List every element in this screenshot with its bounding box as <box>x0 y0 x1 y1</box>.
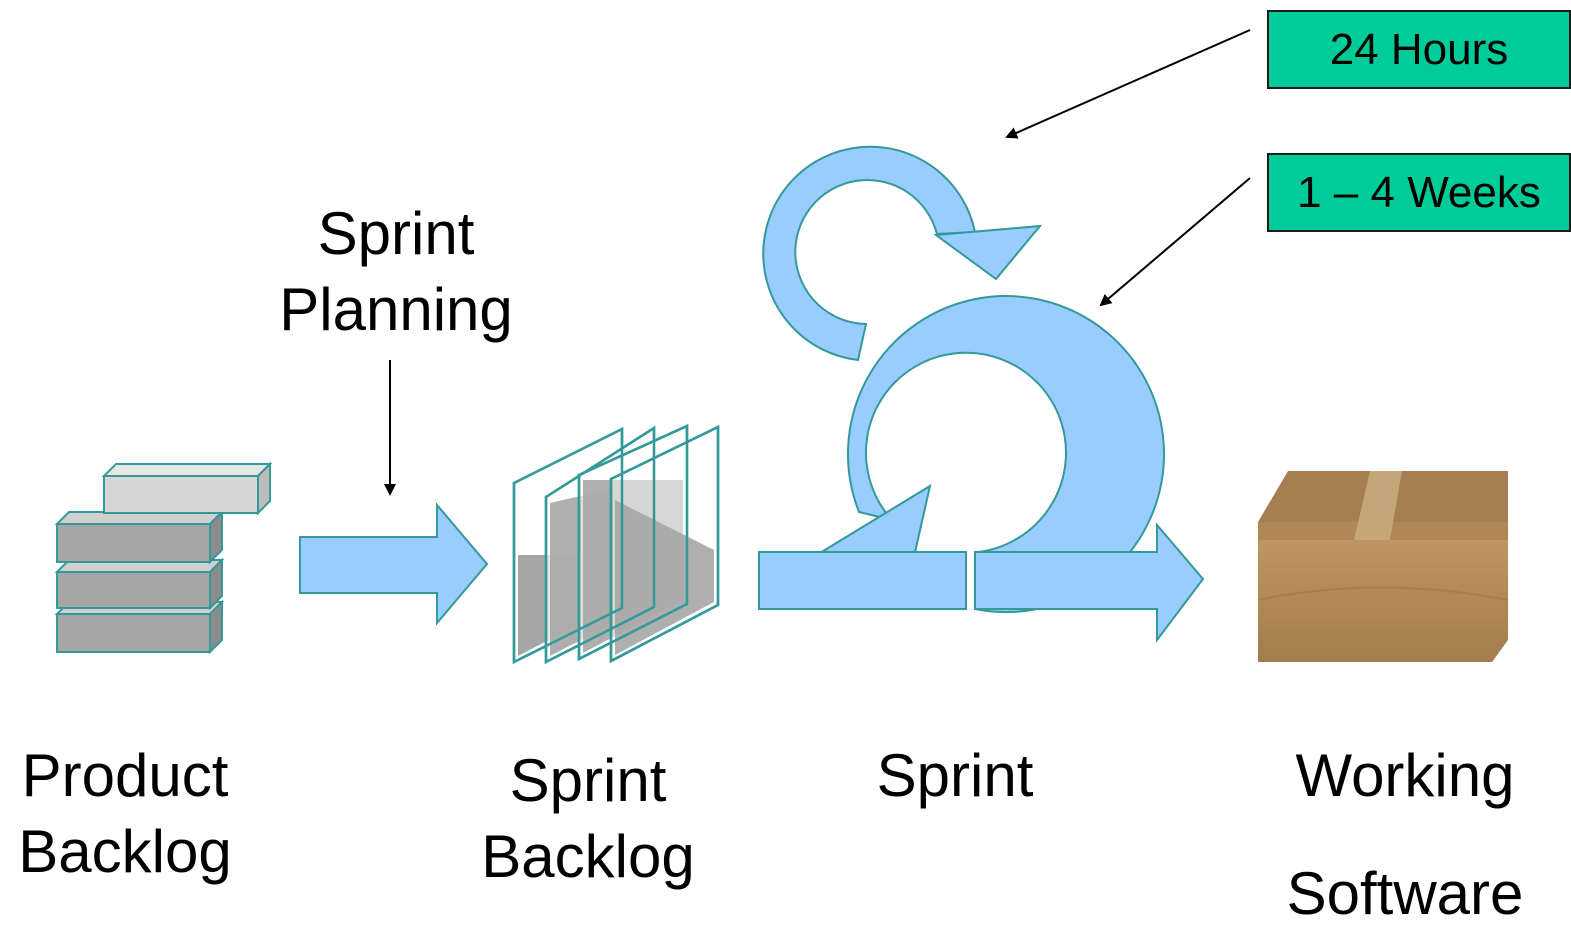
package-icon <box>1257 471 1509 662</box>
sprint-label-text: Sprint <box>876 742 1034 809</box>
sprint-length-callout: 1 – 4 Weeks <box>1267 153 1571 232</box>
product-backlog-label-line2: Backlog <box>18 818 232 885</box>
working-software-label: Working Software <box>1260 738 1550 932</box>
sprint-backlog-label-line2: Backlog <box>481 823 695 890</box>
sprint-planning-label-line1: Sprint <box>317 200 475 267</box>
working-software-label-line1: Working <box>1295 742 1515 809</box>
sprint-callout-pointer <box>1099 177 1251 307</box>
sprint-backlog-label-line1: Sprint <box>509 747 667 814</box>
sprint-backlog-icon <box>512 424 720 665</box>
daily-callout-pointer <box>1005 29 1251 139</box>
sprint-backlog-label: Sprint Backlog <box>458 743 718 895</box>
product-backlog-icon <box>54 461 273 655</box>
sprint-length-callout-text: 1 – 4 Weeks <box>1297 167 1541 217</box>
product-backlog-label-line1: Product <box>21 742 229 809</box>
product-backlog-label: Product Backlog <box>0 738 250 890</box>
sprint-planning-label: Sprint Planning <box>256 196 536 348</box>
daily-callout-text: 24 Hours <box>1329 24 1509 74</box>
working-software-label-line2: Software <box>1286 860 1524 927</box>
daily-callout: 24 Hours <box>1267 10 1571 89</box>
sprint-planning-label-line2: Planning <box>279 276 513 343</box>
sprint-cycle-arrow <box>758 295 1205 643</box>
flow-arrow-1 <box>299 502 489 626</box>
sprint-label: Sprint <box>840 738 1070 814</box>
daily-cycle-arrow <box>762 145 1043 362</box>
